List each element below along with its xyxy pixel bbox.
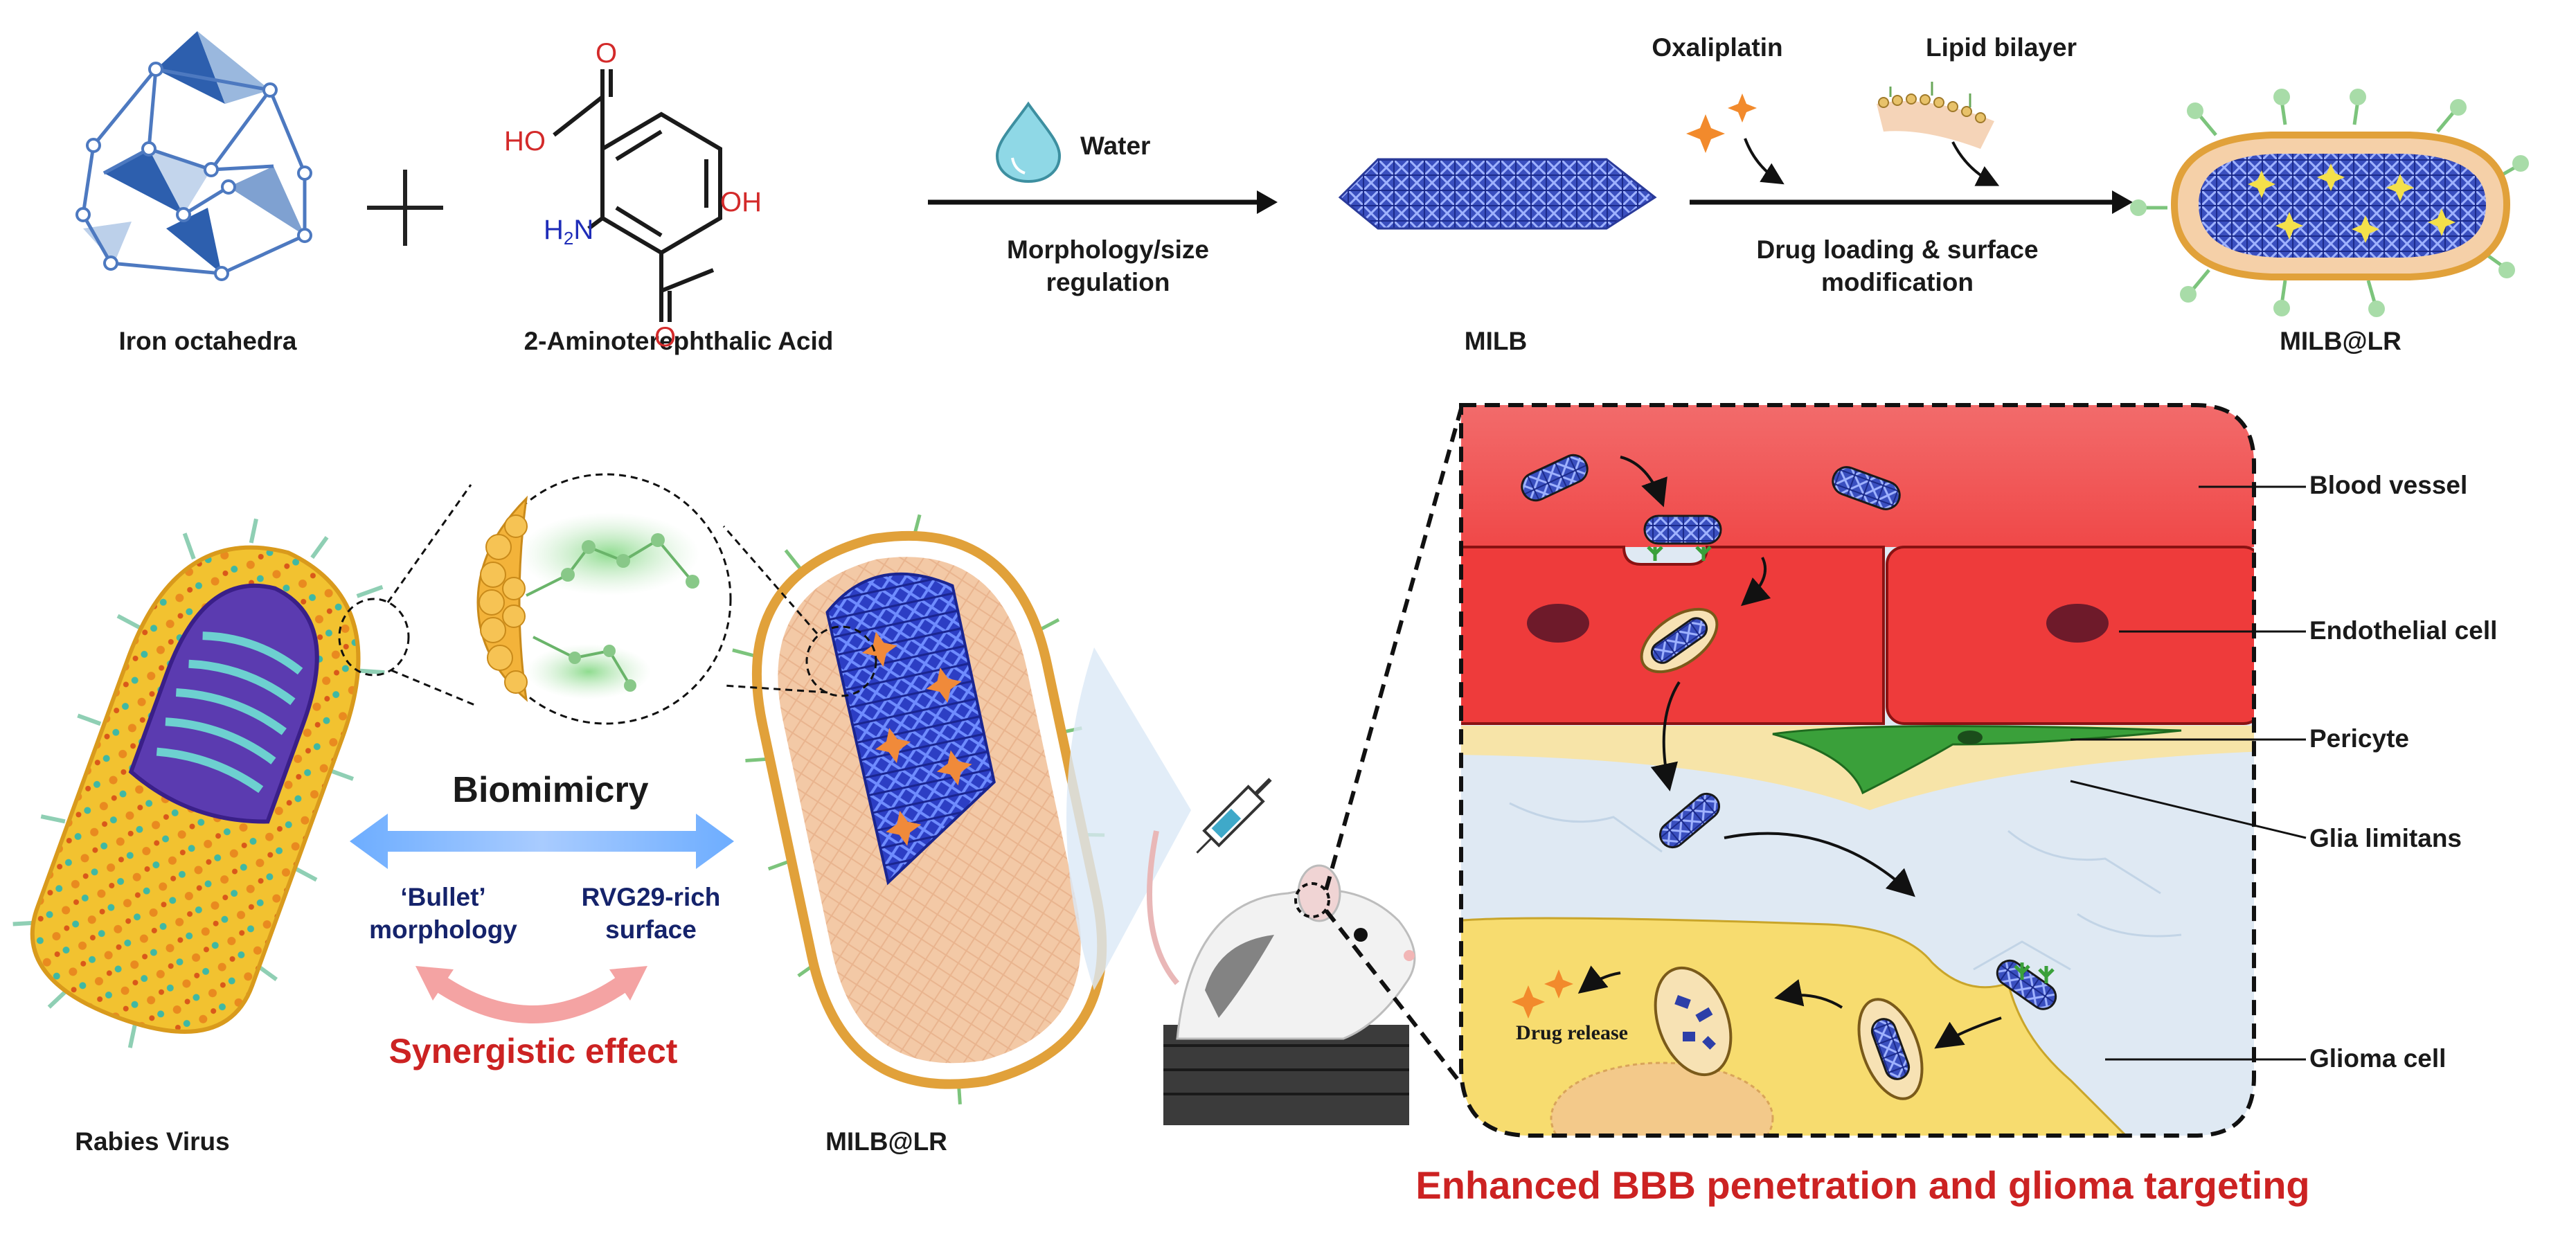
bullet-morphology-line2: morphology	[369, 915, 517, 944]
milb-lr-particle-top	[2130, 89, 2529, 317]
glia-limitans-label: Glia limitans	[2309, 824, 2462, 852]
biomimicry-label: Biomimicry	[452, 770, 649, 810]
rabies-virus-label: Rabies Virus	[75, 1127, 230, 1156]
arrow-step2	[1690, 190, 2133, 214]
bullet-morphology-line1: ‘Bullet’	[400, 883, 486, 911]
iron-octahedra-structure	[75, 31, 312, 281]
bbb-caption: Enhanced BBB penetration and glioma targ…	[1415, 1163, 2310, 1207]
iron-octahedra-label: Iron octahedra	[118, 327, 297, 355]
amine-subscript: 2	[563, 228, 574, 249]
pericyte-label: Pericyte	[2309, 724, 2409, 753]
step2-label-line1: Drug loading & surface	[1756, 235, 2039, 264]
synergy-curved-arrow	[415, 966, 647, 1023]
drug-release-star-icon	[1512, 969, 1573, 1019]
step1-label-line2: regulation	[1046, 268, 1170, 296]
mouse-illustration	[1147, 408, 1463, 1125]
lipid-bilayer-icon	[1877, 82, 1994, 149]
arrow-step1	[928, 190, 1278, 214]
endothelial-cell-label: Endothelial cell	[2309, 616, 2498, 645]
bbb-panel	[1459, 403, 2256, 1138]
aminoterephthalic-acid-structure	[553, 69, 722, 322]
leader-lines	[2070, 485, 2307, 1061]
injection-cone	[1066, 647, 1191, 990]
blood-vessel-label: Blood vessel	[2309, 471, 2468, 499]
biomimicry-double-arrow	[350, 814, 734, 869]
rvg-surface-line2: surface	[605, 915, 697, 944]
oxaliplatin-label: Oxaliplatin	[1652, 33, 1783, 62]
drug-release-label: Drug release	[1516, 1021, 1628, 1044]
acid-amine-label: H2N	[544, 215, 593, 249]
step2-label-line2: modification	[1821, 268, 1974, 296]
zoom-right-marker	[722, 526, 877, 697]
rabies-virus	[12, 518, 385, 1048]
acid-o-bottom-label: O	[654, 322, 677, 352]
glioma-cell-label: Glioma cell	[2309, 1044, 2447, 1073]
milb-lr-bottom-label: MILB@LR	[825, 1127, 947, 1156]
milb-lr-top-label: MILB@LR	[2280, 327, 2401, 355]
synergistic-effect-label: Synergistic effect	[388, 1032, 678, 1071]
zoom-left-marker	[338, 484, 478, 708]
milb-label: MILB	[1464, 327, 1528, 355]
amine-h: H	[544, 215, 564, 245]
lipid-bilayer-label: Lipid bilayer	[1926, 33, 2077, 62]
acid-oh-label: OH	[720, 187, 762, 217]
acid-label: 2-Aminoterephthalic Acid	[524, 327, 834, 355]
water-drop-icon	[995, 101, 1062, 183]
bbb-particles	[1521, 454, 2057, 1100]
acid-ho-label: HO	[504, 126, 546, 156]
syringe-icon	[1196, 778, 1272, 854]
oxaliplatin-arrow-icon	[1744, 138, 1785, 185]
rvg-surface-line1: RVG29-rich	[581, 883, 721, 911]
acid-o-top-label: O	[596, 38, 618, 69]
milb-lr-particle-large	[732, 514, 1107, 1105]
step1-label-line1: Morphology/size	[1007, 235, 1209, 264]
amine-n: N	[573, 215, 594, 245]
plus-sign	[367, 170, 443, 246]
milb-nanorod	[1338, 158, 1657, 230]
water-label: Water	[1080, 132, 1151, 160]
pericyte-cell	[1772, 725, 2182, 795]
zoom-magnified-view	[476, 473, 732, 725]
lipid-arrow-icon	[1951, 141, 2000, 186]
oxaliplatin-star-icon	[1686, 93, 1757, 153]
